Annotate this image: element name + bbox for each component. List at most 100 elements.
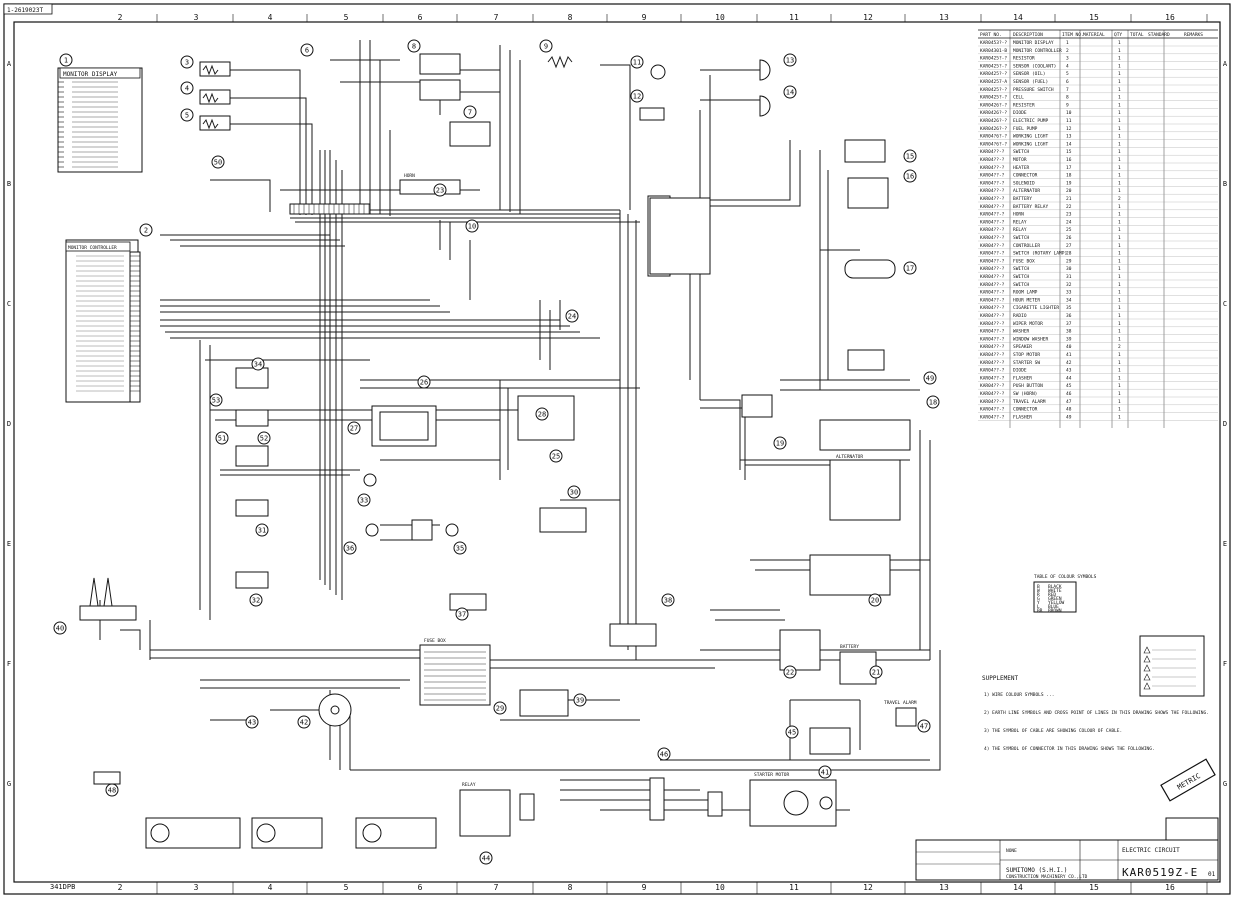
fuse-box-label: FUSE BOX [424, 638, 446, 644]
svg-text:ELECTRIC PUMP: ELECTRIC PUMP [1013, 118, 1049, 124]
battery-label: BATTERY [840, 644, 859, 650]
svg-text:HOUR METER: HOUR METER [1013, 297, 1040, 303]
svg-text:KAR04??-?: KAR04??-? [980, 196, 1005, 202]
svg-text:8: 8 [1066, 95, 1069, 101]
svg-text:43: 43 [1066, 368, 1072, 374]
svg-text:1: 1 [1118, 313, 1121, 319]
svg-text:KAR04??-?: KAR04??-? [980, 227, 1005, 233]
parts-hdr-remarks: REMARKS [1184, 32, 1203, 38]
svg-text:7: 7 [1066, 87, 1069, 93]
grid-row-left: G [7, 780, 11, 788]
title-block: ELECTRIC CIRCUIT KAR0519Z-E 01 SUMITOMO … [915, 817, 1219, 881]
callout-21: 21 [869, 665, 883, 679]
callout-27: 27 [347, 421, 361, 435]
callout-51: 51 [215, 431, 229, 445]
svg-text:19: 19 [1066, 180, 1072, 186]
svg-text:3: 3 [1066, 56, 1069, 62]
svg-text:21: 21 [1066, 196, 1072, 202]
travel-alarm [895, 707, 917, 727]
svg-text:BATTERY: BATTERY [1013, 196, 1032, 202]
svg-text:28: 28 [1066, 251, 1072, 257]
svg-text:KAR0426?-?: KAR0426?-? [980, 118, 1007, 124]
notes-block: SUPPLEMENT 1) WIRE COLOUR SYMBOLS ...2) … [982, 675, 1209, 752]
svg-text:BLACK: BLACK [1048, 584, 1062, 590]
svg-text:1: 1 [1118, 141, 1121, 147]
grid-row-right: D [1223, 420, 1227, 428]
parts-hdr-item: ITEM NO. [1062, 32, 1084, 38]
callout-42: 42 [297, 715, 311, 729]
grid-col-top: 14 [1013, 13, 1023, 22]
svg-text:1: 1 [1118, 157, 1121, 163]
callout-33: 33 [357, 493, 371, 507]
callout-2: 2 [139, 223, 153, 237]
grid-col-bottom: 14 [1013, 883, 1023, 892]
grid-col-bottom: 8 [568, 883, 573, 892]
svg-text:13: 13 [786, 57, 794, 65]
svg-text:KAR04??-?: KAR04??-? [980, 290, 1005, 296]
svg-text:1: 1 [1118, 40, 1121, 46]
svg-text:KAR04301-B: KAR04301-B [980, 48, 1007, 54]
callout-26: 26 [417, 375, 431, 389]
svg-text:1: 1 [1118, 212, 1121, 218]
svg-text:36: 36 [1066, 313, 1072, 319]
grid-col-bottom: 10 [715, 883, 725, 892]
svg-text:1: 1 [1118, 204, 1121, 210]
svg-text:KAR04??-?: KAR04??-? [980, 173, 1005, 179]
svg-text:32: 32 [252, 597, 260, 605]
svg-text:KAR04??-?: KAR04??-? [980, 329, 1005, 335]
svg-text:1: 1 [1118, 399, 1121, 405]
svg-text:1: 1 [1118, 375, 1121, 381]
grid-col-top: 15 [1089, 13, 1099, 22]
svg-text:W: W [1037, 588, 1040, 594]
svg-text:1: 1 [1118, 321, 1121, 327]
alternator [829, 459, 901, 521]
svg-text:KAR04??-?: KAR04??-? [980, 219, 1005, 225]
svg-text:RESISTER: RESISTER [1013, 102, 1035, 108]
svg-text:MONITOR DISPLAY: MONITOR DISPLAY [1013, 40, 1054, 46]
svg-text:KAR04257-A: KAR04257-A [980, 79, 1007, 85]
svg-text:KAR0426?-?: KAR0426?-? [980, 126, 1007, 132]
inner-frame [13, 21, 1221, 883]
svg-text:21: 21 [872, 669, 880, 677]
callout-29: 29 [493, 701, 507, 715]
svg-text:KAR04??-?: KAR04??-? [980, 251, 1005, 257]
sheet-number: 01 [1208, 871, 1216, 878]
svg-text:1: 1 [64, 57, 68, 65]
svg-text:6: 6 [1066, 79, 1069, 85]
grid-col-top: 10 [715, 13, 725, 22]
callout-17: 17 [903, 261, 917, 275]
svg-text:1: 1 [1118, 414, 1121, 420]
svg-text:1: 1 [1118, 368, 1121, 374]
top-ref-label: 1-2619023T [7, 7, 44, 14]
parts-hdr-qty: QTY [1114, 32, 1122, 38]
callout-7: 7 [463, 105, 477, 119]
wiring-harness [99, 40, 941, 811]
svg-text:7: 7 [468, 109, 472, 117]
grid-row-left: B [7, 180, 11, 188]
svg-text:39: 39 [1066, 336, 1072, 342]
grid-col-bottom: 3 [194, 883, 199, 892]
grid-col-top: 7 [494, 13, 499, 22]
svg-text:WORKING LIGHT: WORKING LIGHT [1013, 134, 1049, 140]
starter-motor-label: STARTER MOTOR [754, 772, 790, 778]
svg-text:48: 48 [108, 787, 116, 795]
callout-47: 47 [917, 719, 931, 733]
svg-text:1: 1 [1118, 352, 1121, 358]
svg-text:51: 51 [218, 435, 226, 443]
svg-text:KAR04??-?: KAR04??-? [980, 212, 1005, 218]
monitor-display [57, 67, 143, 173]
svg-text:46: 46 [660, 751, 668, 759]
svg-text:1: 1 [1118, 48, 1121, 54]
